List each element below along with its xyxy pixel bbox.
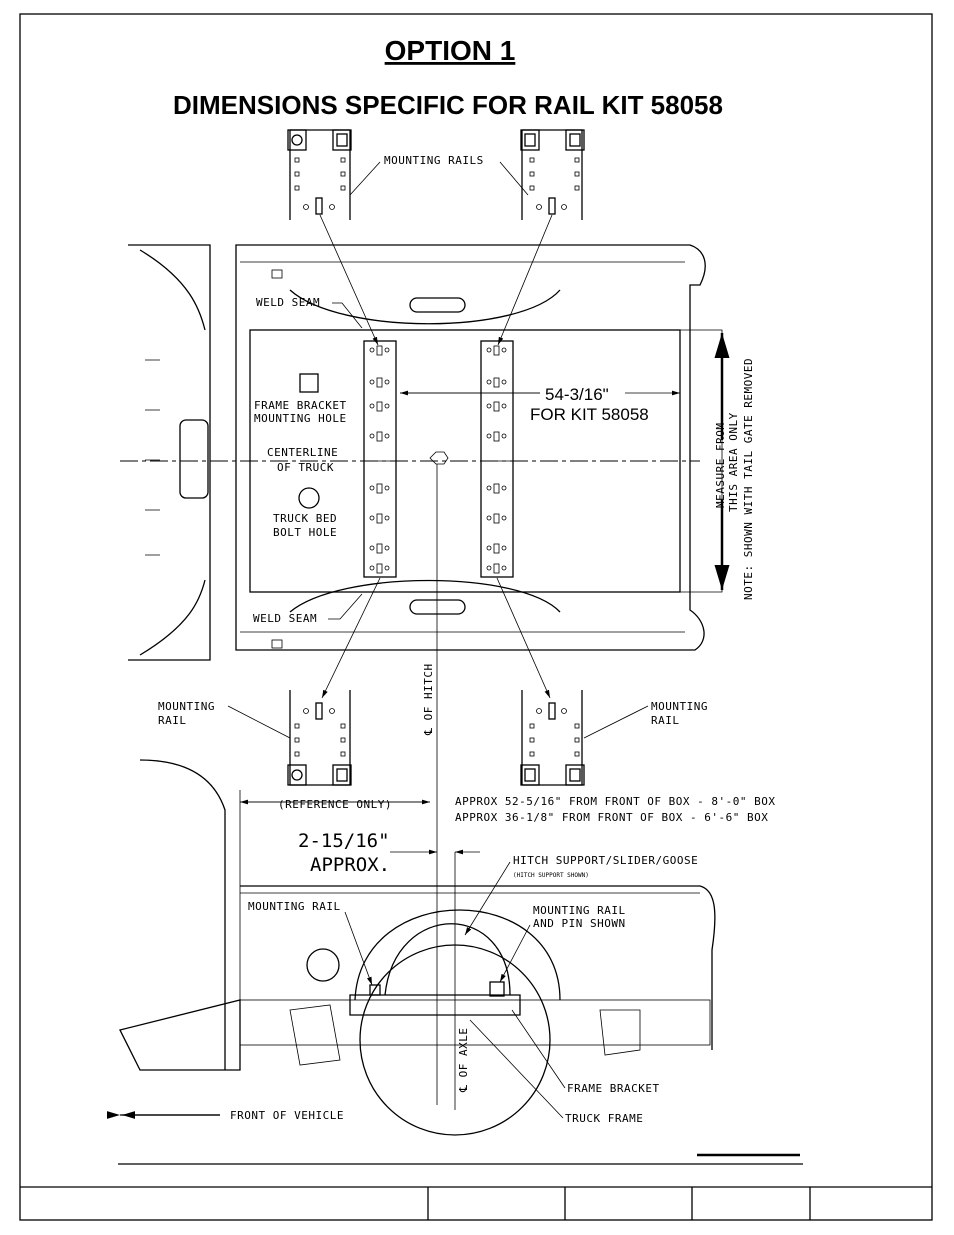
frame-bracket-hole-label: FRAME BRACKET: [254, 399, 347, 412]
mounting-rail-detail-top-right: [520, 129, 585, 220]
centerline-label-2: OF TRUCK: [277, 461, 334, 474]
side-mounting-rail-label: MOUNTING RAIL: [248, 900, 341, 913]
mounting-rails-label: MOUNTING RAILS: [384, 154, 484, 167]
measure-label: MEASURE FROM: [714, 423, 727, 508]
rail-hole: [501, 545, 507, 551]
rail-hole: [486, 485, 492, 491]
rail-hole: [501, 347, 507, 353]
hitch-support-shown-label: (HITCH SUPPORT SHOWN): [513, 872, 589, 879]
rail-hole: [501, 485, 507, 491]
rail-slot: [376, 543, 383, 554]
hitch-support-label: HITCH SUPPORT/SLIDER/GOOSE: [513, 854, 698, 867]
side-rail-pin-label: MOUNTING RAIL: [533, 904, 626, 917]
centerline-hitch-label: ℄ OF HITCH: [422, 663, 435, 736]
bed-bolt-hole-label-2: BOLT HOLE: [273, 526, 337, 539]
rail-spacing-kit-label: FOR KIT 58058: [530, 405, 649, 424]
rail-hole: [486, 347, 492, 353]
rail-slot: [376, 483, 383, 494]
installed-rail-left: [363, 340, 397, 578]
rail-hole: [384, 347, 390, 353]
page-title: OPTION 1: [385, 35, 516, 66]
page-subtitle: DIMENSIONS SPECIFIC FOR RAIL KIT 58058: [173, 90, 723, 120]
mounting-rail-left-label-2: RAIL: [158, 714, 187, 727]
tailgate-note: NOTE: SHOWN WITH TAIL GATE REMOVED: [742, 358, 755, 600]
rail-slot: [493, 345, 500, 356]
rail-slot: [376, 513, 383, 524]
rail-hole: [501, 515, 507, 521]
approx-8ft-box: APPROX 52-5/16" FROM FRONT OF BOX - 8'-0…: [455, 795, 776, 808]
rail-spacing-dimension: 54-3/16": [545, 385, 609, 404]
rail-hole: [384, 485, 390, 491]
rail-slot: [493, 483, 500, 494]
front-of-vehicle-label: FRONT OF VEHICLE: [230, 1109, 344, 1122]
centerline-axle-label: ℄ OF AXLE: [457, 1027, 470, 1093]
rail-hole: [384, 515, 390, 521]
weld-seam-bottom-label: WELD SEAM: [253, 612, 317, 625]
rail-slot: [493, 377, 500, 388]
rail-slot: [376, 563, 383, 574]
rail-hole: [486, 433, 492, 439]
rail-hole: [384, 545, 390, 551]
rail-hole: [501, 379, 507, 385]
mounting-rail-detail-bottom-right: [520, 690, 585, 786]
bed-bolt-hole-icon: [298, 487, 320, 509]
rail-hole: [369, 379, 375, 385]
frame-bracket-hole-label-2: MOUNTING HOLE: [254, 412, 347, 425]
rail-slot: [376, 345, 383, 356]
hitch-support: [384, 923, 511, 996]
mounting-rail-right-label: MOUNTING: [651, 700, 708, 713]
installed-rail-right: [480, 340, 514, 578]
rail-hole: [384, 403, 390, 409]
rail-hole: [369, 403, 375, 409]
rail-hole: [486, 515, 492, 521]
rail-slot: [493, 513, 500, 524]
drawing-border: [19, 13, 933, 1221]
mounting-rail-right-label-2: RAIL: [651, 714, 680, 727]
rear-wheel: [359, 944, 551, 1136]
reference-only-label: (REFERENCE ONLY): [278, 798, 392, 811]
rail-slot: [376, 377, 383, 388]
rail-hole: [384, 433, 390, 439]
truck-side-view: [107, 759, 716, 1136]
offset-approx-label: APPROX.: [310, 854, 390, 876]
rail-hole: [501, 565, 507, 571]
rail-hole: [501, 433, 507, 439]
frame-bracket-hole-icon: [299, 373, 319, 393]
truck-frame: [349, 994, 521, 1016]
rail-hole: [369, 565, 375, 571]
approx-6ft6-box: APPROX 36-1/8" FROM FRONT OF BOX - 6'-6"…: [455, 811, 768, 824]
rail-hole: [501, 403, 507, 409]
rail-hole: [369, 545, 375, 551]
rail-hole: [369, 485, 375, 491]
rail-hole: [486, 403, 492, 409]
weld-seam-top-label: WELD SEAM: [256, 296, 320, 309]
centerline-label: CENTERLINE: [267, 446, 338, 459]
measure-label-2: THIS AREA ONLY: [727, 412, 740, 512]
rail-slot: [493, 401, 500, 412]
rail-slot: [376, 431, 383, 442]
mounting-rail-detail-bottom-left: [287, 690, 352, 786]
truck-frame-label: TRUCK FRAME: [565, 1112, 643, 1125]
frame-bracket-label: FRAME BRACKET: [567, 1082, 660, 1095]
bed-bolt-hole-label: TRUCK BED: [273, 512, 337, 525]
mounting-rail-left-label: MOUNTING: [158, 700, 215, 713]
rail-hole: [486, 379, 492, 385]
rail-hole: [369, 433, 375, 439]
side-rail-pin-label-2: AND PIN SHOWN: [533, 917, 626, 930]
title-block: [20, 1186, 932, 1220]
rail-slot: [376, 401, 383, 412]
rail-hole: [384, 379, 390, 385]
rail-hole: [486, 565, 492, 571]
rail-slot: [493, 563, 500, 574]
rail-slot: [493, 543, 500, 554]
rail-slot: [493, 431, 500, 442]
mounting-rail-detail-top-left: [287, 129, 352, 220]
rail-hole: [384, 565, 390, 571]
rail-hole: [369, 347, 375, 353]
offset-dimension: 2-15/16": [298, 830, 390, 852]
rail-hole: [486, 545, 492, 551]
truck-top-view: [120, 244, 706, 1105]
rail-hole: [369, 515, 375, 521]
